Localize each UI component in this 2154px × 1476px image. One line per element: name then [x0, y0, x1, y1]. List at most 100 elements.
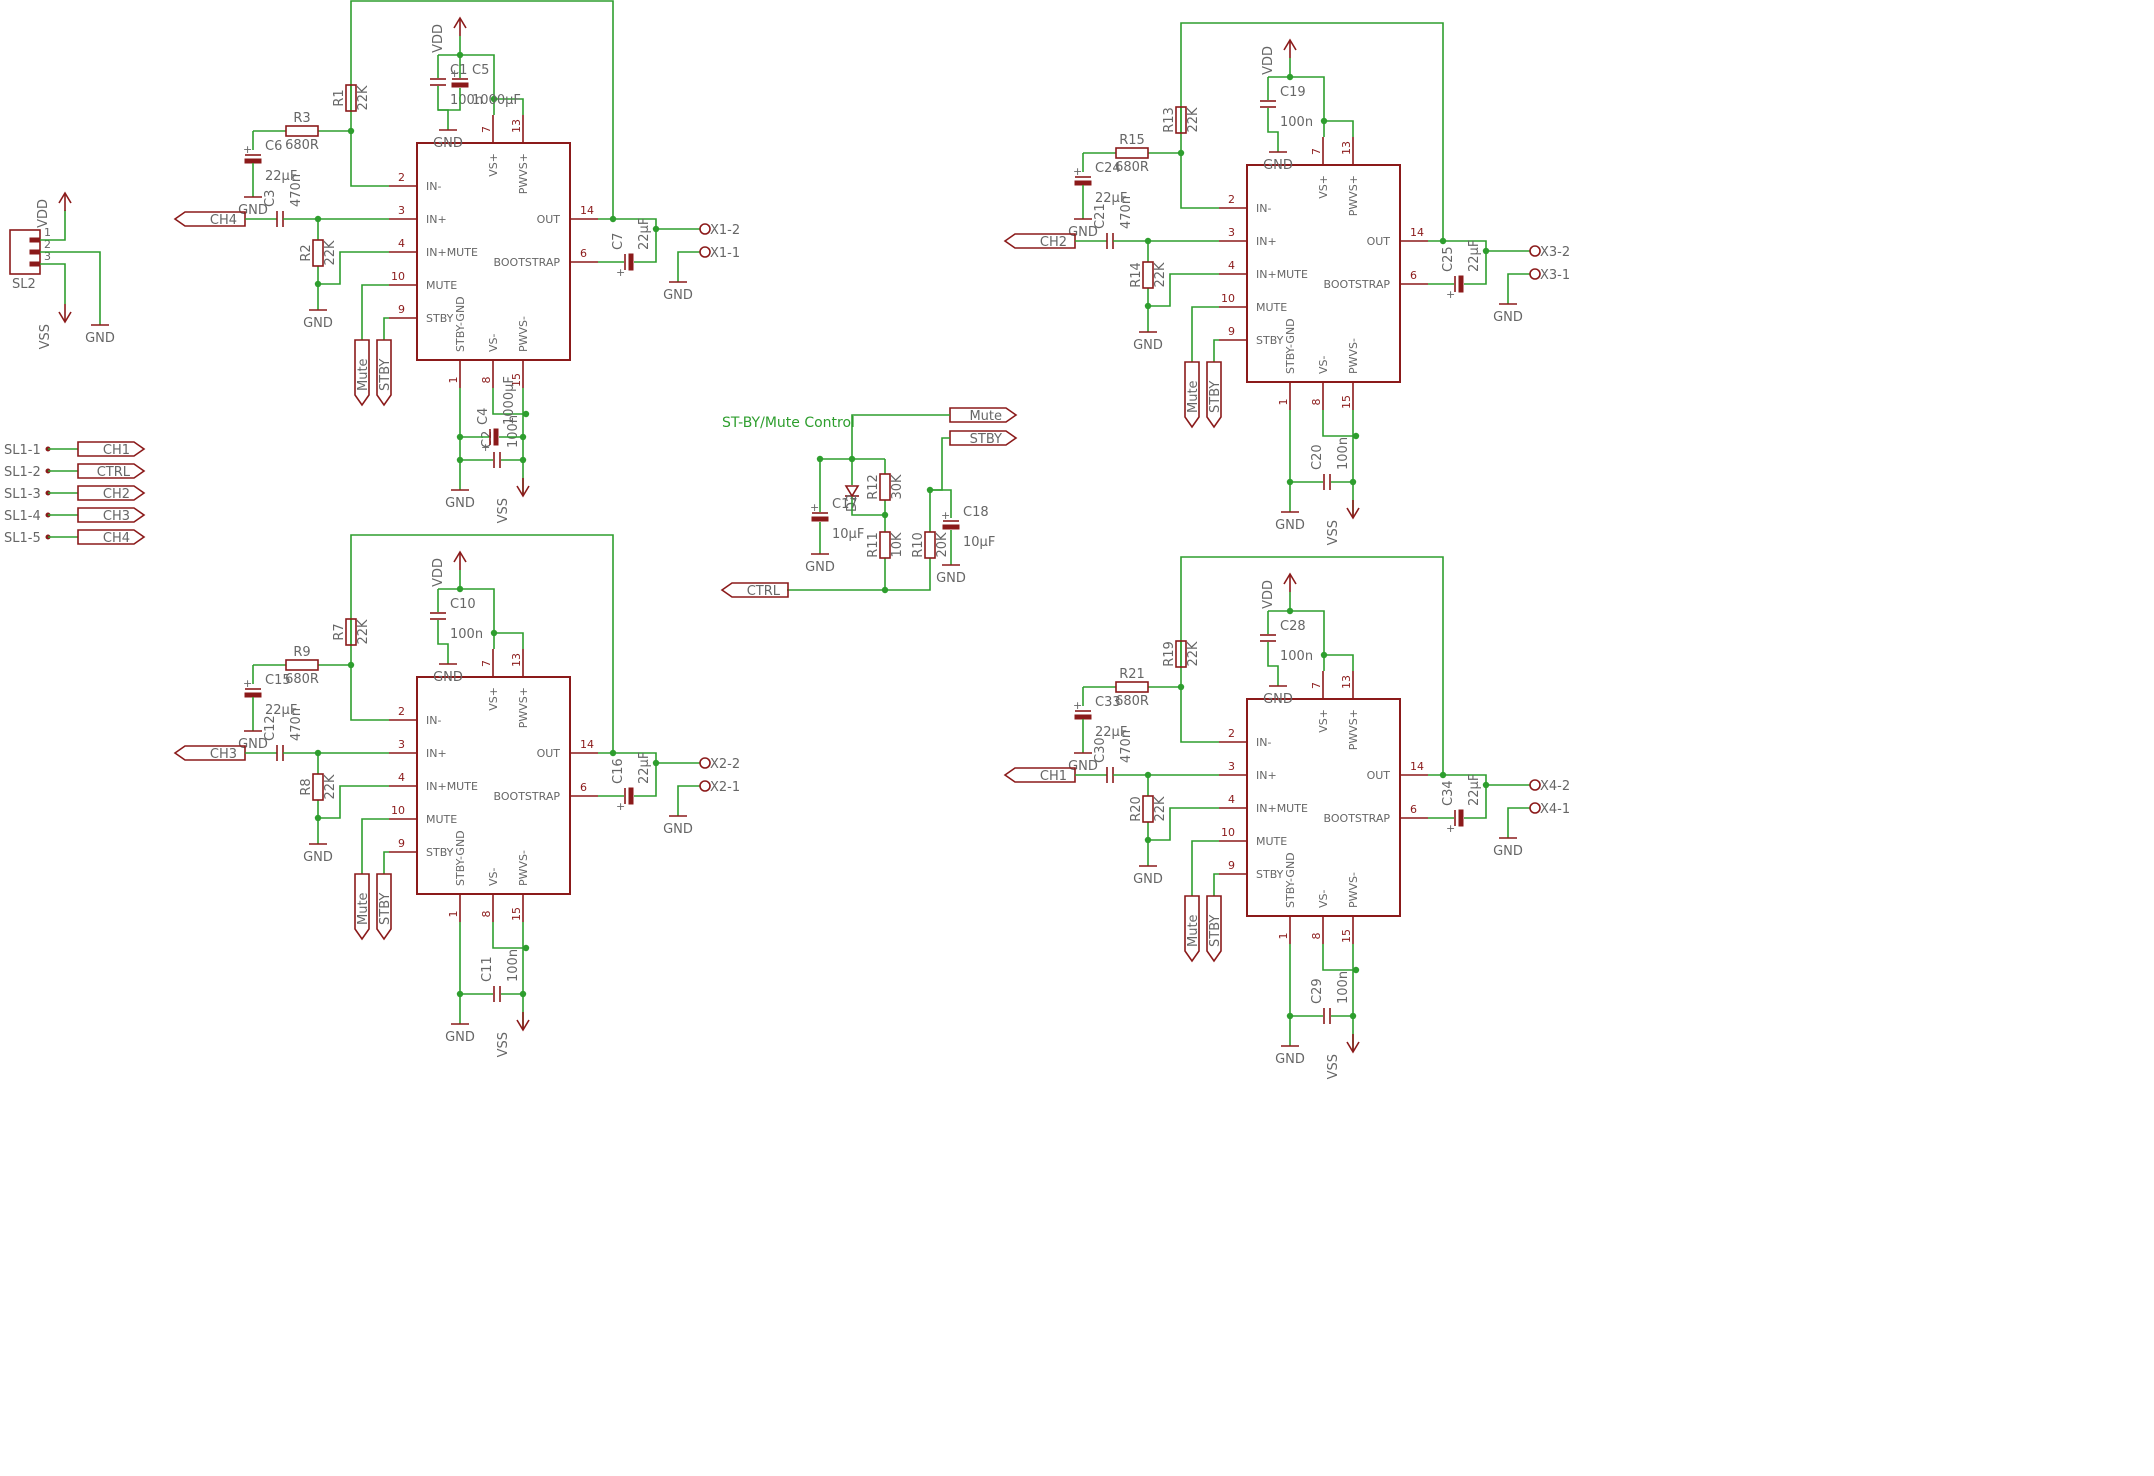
wire: [634, 763, 657, 797]
terminal-label: X3-2: [1540, 245, 1570, 260]
pin-name: PWVS+: [517, 153, 530, 194]
junction: [1352, 966, 1360, 974]
polarity: +: [616, 266, 625, 279]
pin-number: 10: [391, 804, 405, 817]
junction: [1177, 149, 1185, 157]
pin-number: 9: [398, 837, 405, 850]
pin-name: BOOTSTRAP: [494, 790, 561, 803]
cap-name: C6: [265, 139, 282, 154]
supply-label: VDD: [431, 558, 446, 587]
pin-number: 1: [447, 377, 460, 384]
pin-name: STBY: [1256, 334, 1284, 347]
wire: [1268, 610, 1325, 655]
cap-name: C19: [1280, 85, 1306, 100]
net-flag: [354, 339, 370, 407]
cap-value: 22µF: [637, 752, 652, 784]
polarity: +: [616, 800, 625, 813]
pin-name: STBY-GND: [454, 296, 467, 352]
cap-name: C18: [963, 505, 989, 520]
cap-plate-polar: [1458, 275, 1464, 293]
cap-name: C4: [476, 408, 491, 425]
wire: [787, 572, 931, 591]
supply-arrow: [516, 1019, 530, 1032]
resistor-value: 30K: [890, 474, 905, 500]
net-flag-label: CTRL: [97, 465, 131, 480]
terminal-label: X2-2: [710, 757, 740, 772]
pin-name: IN-: [1256, 736, 1271, 749]
wire: [383, 317, 389, 340]
cap-value: 100n: [1280, 115, 1313, 130]
wire: [1322, 944, 1356, 971]
amplifier-block-2: 2IN-3IN+4IN+MUTE10MUTE9STBY14OUT6BOOTSTR…: [173, 534, 740, 1057]
pin-number: 3: [1228, 226, 1235, 239]
pin-number: 13: [1340, 675, 1353, 689]
pin-number: 9: [398, 303, 405, 316]
cap-name: C12: [263, 715, 278, 741]
wire: [350, 124, 389, 187]
ground-label: GND: [663, 288, 693, 303]
pin-name: STBY: [1256, 868, 1284, 881]
pin-number: 8: [480, 911, 493, 918]
cap-value: 22µF: [1095, 191, 1127, 206]
junction: [1144, 836, 1152, 844]
net-flag: [376, 873, 392, 941]
connector-pin: [29, 249, 41, 255]
pin-number: 8: [1310, 399, 1323, 406]
junction: [1144, 302, 1152, 310]
wire: [851, 414, 950, 459]
pin-name: VS+: [487, 687, 500, 711]
resistor-body: [879, 473, 891, 501]
cap-name: C34: [1441, 780, 1456, 806]
polarity: +: [1073, 699, 1082, 712]
pin-name: IN+: [1256, 235, 1277, 248]
wire: [1428, 240, 1530, 252]
pin-number: 14: [1410, 226, 1424, 239]
net-flag-label: CH4: [103, 531, 130, 546]
resistor-name: R13: [1162, 107, 1177, 133]
pin-name: IN-: [1256, 202, 1271, 215]
header-pin-label: SL1-4: [4, 509, 41, 524]
cap-plate-polar: [628, 253, 634, 271]
supply-label: VDD: [1261, 580, 1276, 609]
cap-name: C15: [265, 673, 291, 688]
ground-label: GND: [1493, 844, 1523, 859]
wire: [1267, 108, 1279, 152]
terminal-label: X1-1: [710, 246, 740, 261]
cap-value: 22µF: [1467, 774, 1482, 806]
cap-name: C21: [1093, 203, 1108, 229]
cap-value: 10µF: [963, 535, 995, 550]
ground-label: GND: [1275, 518, 1305, 533]
pin-name: IN+: [1256, 769, 1277, 782]
wire: [437, 620, 449, 664]
net-flag-label: CH3: [103, 509, 130, 524]
pin-name: PWVS+: [517, 687, 530, 728]
pin-number: 15: [510, 907, 523, 921]
pin-number: 6: [580, 247, 587, 260]
cap-plate-polar: [628, 787, 634, 805]
junction: [314, 814, 322, 822]
wire: [1191, 306, 1219, 362]
wire: [677, 251, 700, 282]
amplifier-block-4: 2IN-3IN+4IN+MUTE10MUTE9STBY14OUT6BOOTSTR…: [1003, 556, 1570, 1079]
resistor-name: R11: [866, 532, 881, 558]
pin-name: VS-: [1317, 355, 1330, 374]
polarity: +: [1446, 288, 1455, 301]
junction: [522, 944, 530, 952]
polarity: +: [1073, 165, 1082, 178]
resistor-value: 680R: [1115, 694, 1149, 709]
wire: [40, 210, 66, 241]
net-flag: [1206, 895, 1222, 963]
wire: [1322, 410, 1356, 437]
cap-name: C3: [263, 190, 278, 207]
pin-name: PWVS-: [1347, 338, 1360, 374]
cap-name: C5: [472, 63, 489, 78]
cap-value: 22µF: [1467, 240, 1482, 272]
net-flag: [949, 407, 1018, 423]
supply-arrow: [1346, 1041, 1360, 1054]
cap-value: 100n: [506, 415, 521, 448]
net-flag: [720, 582, 789, 598]
supply-arrow: [453, 550, 467, 563]
pin-number: 6: [1410, 803, 1417, 816]
